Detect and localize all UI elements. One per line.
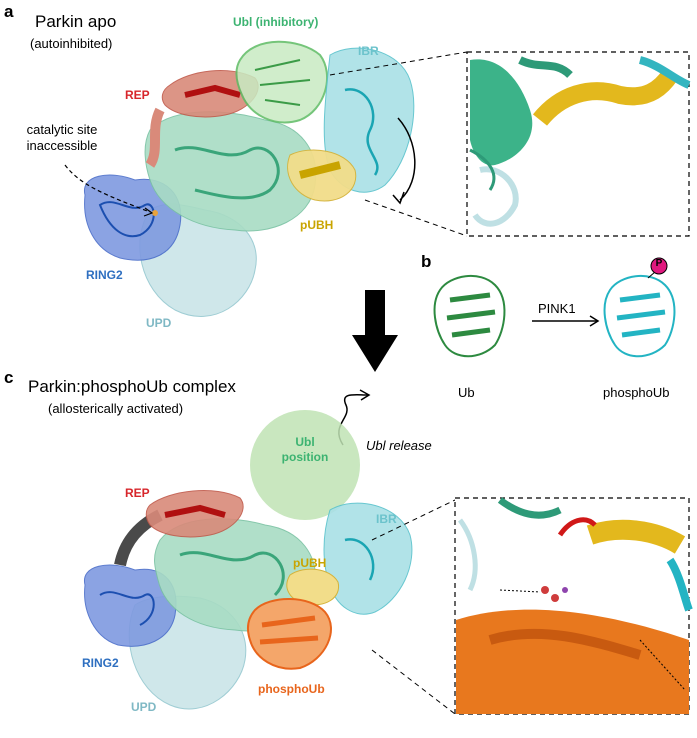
apo-pubh-label: pUBH [300, 218, 334, 232]
complex-rep-label: REP [125, 486, 150, 500]
catalytic-site-note-line2: inaccessible [26, 138, 98, 153]
apo-core-surface [144, 111, 317, 232]
panel-c-title: Parkin:phosphoUb complex [28, 377, 236, 396]
apo-rep-surface [161, 70, 259, 118]
complex-ring2-label: RING2 [82, 656, 119, 670]
apo-rep-label: REP [125, 88, 150, 102]
pink1-label: PINK1 [538, 301, 576, 316]
phosphoub-label: phosphoUb [603, 385, 670, 400]
panel-b-letter: b [421, 252, 432, 271]
apo-ring2-label: RING2 [86, 268, 123, 282]
ub-structure [433, 274, 506, 358]
panel-c-letter: c [4, 368, 14, 387]
phospho-badge-circle [650, 257, 668, 275]
panel-a-title: Parkin apo [35, 12, 117, 31]
panel-c-subtitle: (allosterically activated) [48, 401, 184, 416]
ubl-release-label: Ubl release [366, 438, 432, 453]
complex-phosphoub-label: phosphoUb [258, 682, 325, 696]
ubl-position-label: Ubl position [265, 435, 345, 465]
apo-ibr-surface [323, 47, 415, 193]
catalytic-site-pointer [64, 164, 151, 213]
parkin-apo-structure [84, 40, 415, 317]
phosphoub-structure [603, 257, 676, 358]
pubh-rotation-arrow [397, 117, 416, 201]
apo-ubl-label: Ubl (inhibitory) [233, 15, 319, 29]
parkin-phosphoub-structure [84, 490, 413, 710]
transition-arrow [352, 290, 398, 372]
ub-label: Ub [458, 385, 475, 400]
complex-ibr-label: IBR [376, 512, 397, 526]
panel-a-letter: a [4, 2, 14, 21]
zoom-c-artwork [456, 497, 693, 714]
apo-ibr-label: IBR [358, 44, 379, 58]
ubl-position-line1: Ubl [295, 435, 315, 449]
ubl-position-circle [250, 410, 360, 520]
catalytic-site-note-line1: catalytic site [26, 122, 98, 137]
phospho-badge-text: P [655, 258, 663, 269]
ubl-position-line2: position [281, 450, 329, 464]
catalytic-site-note: catalytic site inaccessible [2, 122, 122, 154]
apo-ring2-surface [84, 174, 182, 261]
zoom-a-artwork [469, 56, 691, 227]
complex-upd-label: UPD [131, 700, 157, 714]
panel-a-subtitle: (autoinhibited) [30, 36, 113, 51]
complex-pubh-label: pUBH [293, 556, 327, 570]
apo-upd-label: UPD [146, 316, 172, 330]
